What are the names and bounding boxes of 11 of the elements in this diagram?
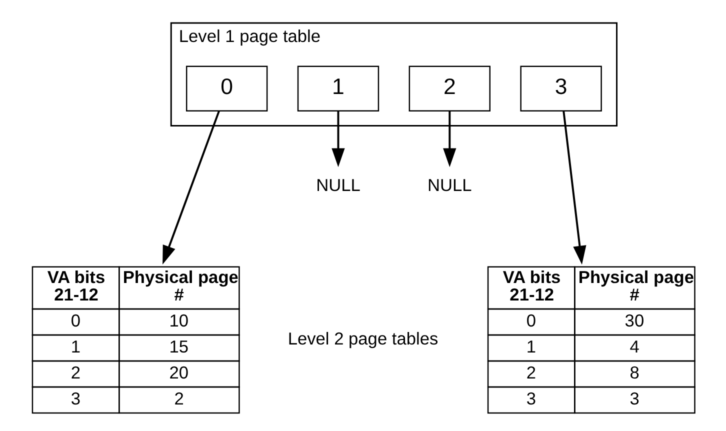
node-text: NULL	[428, 174, 472, 195]
arrow	[332, 111, 345, 168]
label: Level 2 page tables	[288, 328, 438, 348]
node-box: 0	[186, 66, 268, 112]
node-text: NULL	[316, 174, 360, 195]
arrow	[162, 110, 220, 264]
node-box: 2	[408, 66, 490, 112]
node-box: 3	[520, 66, 602, 112]
arrow	[443, 111, 456, 168]
node-box: 1	[297, 66, 380, 112]
arrow	[562, 110, 586, 265]
